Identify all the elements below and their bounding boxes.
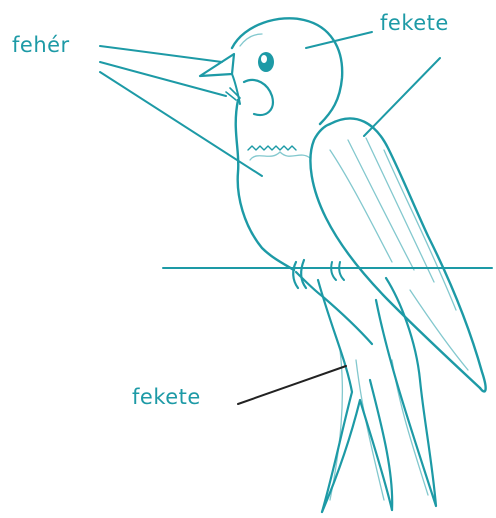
pointer-throat-beak <box>100 46 222 62</box>
tail-feathers <box>318 278 436 512</box>
pointer-wing <box>364 58 440 136</box>
eye <box>258 52 274 72</box>
bird-body <box>236 100 372 344</box>
bird-wing <box>310 118 485 391</box>
label-throat: fehér <box>12 33 70 57</box>
label-head-wing: fekete <box>380 11 449 35</box>
label-tail: fekete <box>132 385 201 409</box>
pointer-tail <box>238 366 346 404</box>
pointer-throat-mouth <box>100 62 226 96</box>
pointer-head <box>306 32 372 48</box>
pointer-throat-breast <box>100 72 262 176</box>
bird-head <box>232 18 342 124</box>
label-pointers <box>100 32 440 404</box>
